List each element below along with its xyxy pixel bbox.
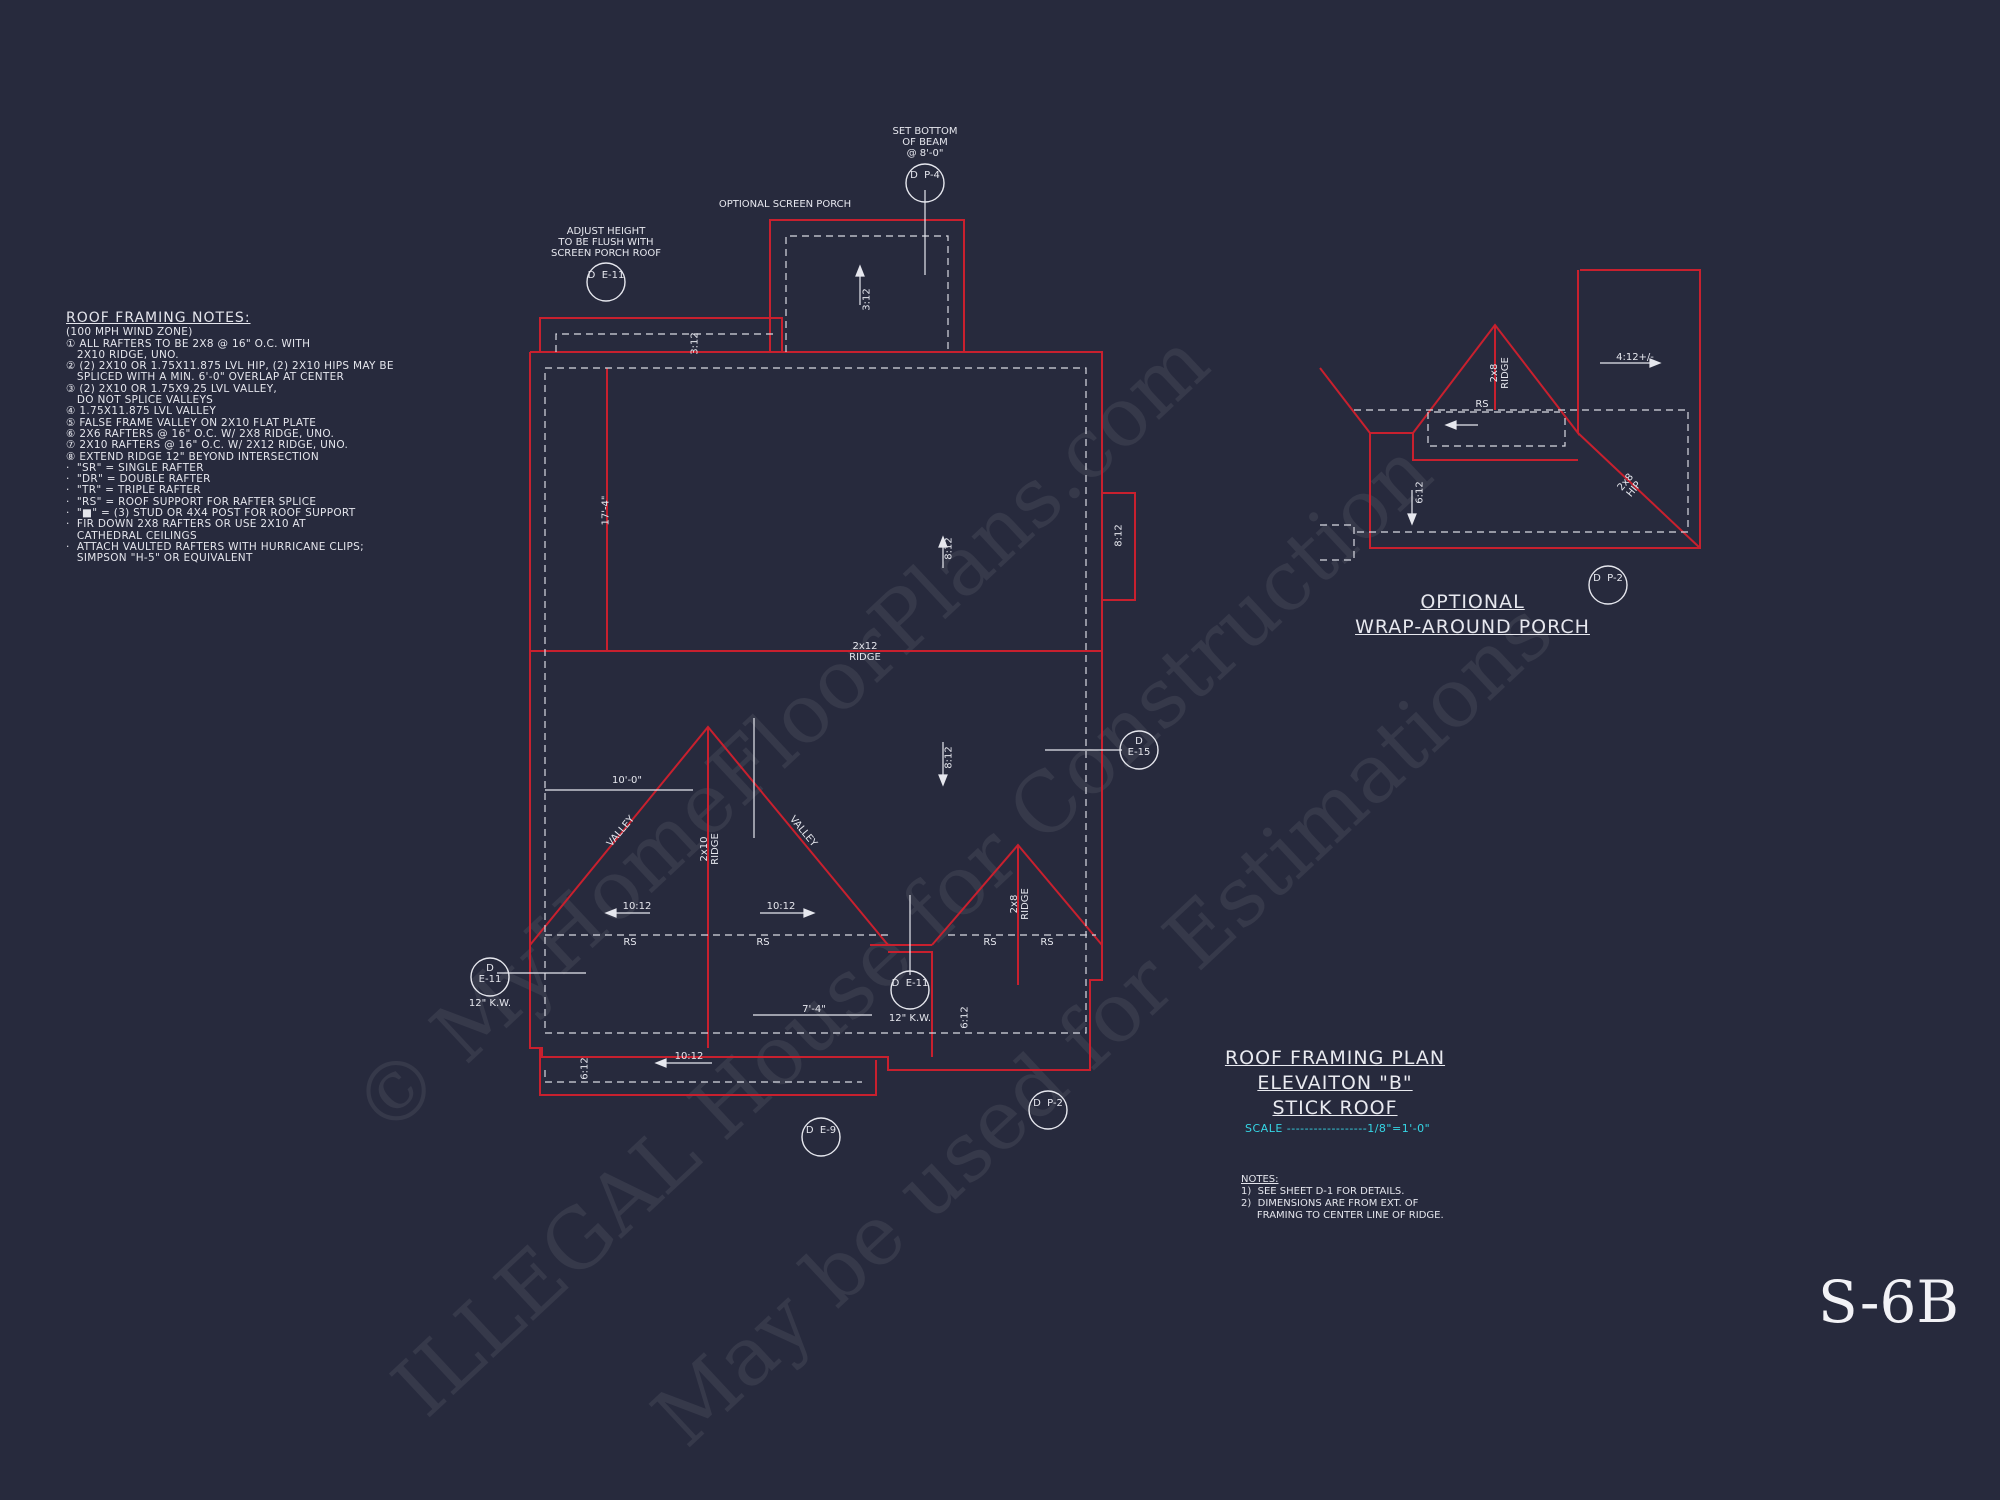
pitch-mid-gable: 10:12: [766, 901, 796, 912]
pitch-front-porch: 3:12: [689, 332, 701, 355]
note-line: · ATTACH VAULTED RAFTERS WITH HURRICANE …: [66, 540, 364, 553]
ridge-2x10-label: 2x10 RIDGE: [699, 833, 721, 865]
gable-bottom: [539, 1048, 877, 1096]
bump-right: [1102, 492, 1136, 601]
dim-7-4-label: 7'-4": [802, 1004, 826, 1015]
marker-e9-label: D E-9: [805, 1125, 837, 1136]
kw-label-center: 12" K.W.: [888, 1013, 932, 1024]
section-marker-e11-center: [890, 970, 930, 1010]
pitch-main-upper: 8:12: [943, 537, 955, 560]
bottom-notes-heading: NOTES:: [1241, 1174, 1279, 1185]
marker-p2-bottom-label: D P-2: [1033, 1098, 1063, 1109]
marker-e15-label: D E-15: [1127, 736, 1151, 758]
rs-label-2: RS: [756, 937, 770, 948]
plan-title-line3: STICK ROOF: [1272, 1097, 1398, 1119]
note-line: CATHEDRAL CEILINGS: [66, 529, 197, 542]
dim-17-4-label: 17'-4": [600, 495, 612, 526]
sheet-id: S-6B: [1818, 1268, 1959, 1336]
note-line: · "RS" = ROOF SUPPORT FOR RAFTER SPLICE: [66, 495, 317, 508]
screen-porch-outline: [769, 219, 965, 352]
wrap-porch-extent: [1412, 433, 1578, 461]
rs-label-1: RS: [623, 937, 637, 948]
rs-label-4: RS: [1040, 937, 1054, 948]
scale-label: SCALE ------------------1/8"=1'-0": [1245, 1122, 1431, 1135]
note-line: · "■" = (3) STUD OR 4x4 POST FOR ROOF SU…: [66, 507, 356, 520]
pitch-main-lower: 8:12: [943, 746, 955, 769]
front-porch-outline: [539, 317, 783, 352]
note-line: · "TR" = TRIPLE RAFTER: [66, 484, 201, 497]
pitch-bottom: 10:12: [674, 1051, 704, 1062]
note-line: ② (2) 2x10 OR 1.75x11.875 LVL HIP, (2) 2…: [66, 360, 394, 373]
bottom-notes: NOTES:1) SEE SHEET D-1 FOR DETAILS. 2) D…: [1241, 1174, 1444, 1222]
wrap-left-dashed: [1320, 524, 1355, 561]
wrap-porch-title-line1: OPTIONAL: [1420, 591, 1525, 613]
pitch-center: 6:12: [959, 1006, 971, 1029]
ridge-wrap-label: 2x8 RIDGE: [1489, 357, 1511, 389]
marker-e11-center-label: D E-11: [891, 978, 929, 989]
pitch-screen-porch: 3:12: [861, 288, 873, 311]
wrap-inner-dashed: [1427, 412, 1566, 447]
note-line: ⑥ 2x6 RAFTERS @ 16" O.C. W/ 2x8 RIDGE, U…: [66, 427, 335, 440]
note-line: · FIR DOWN 2x8 RAFTERS OR USE 2x10 AT: [66, 518, 306, 531]
section-marker-e11-left: [470, 957, 510, 997]
plan-title-line1: ROOF FRAMING PLAN: [1224, 1047, 1446, 1069]
wrap-porch-title: OPTIONAL WRAP-AROUND PORCH: [1340, 590, 1605, 640]
note-line: ⑧ EXTEND RIDGE 12" BEYOND INTERSECTION: [66, 450, 320, 463]
note-line: ③ (2) 2x10 OR 1.75x9.25 LVL VALLEY,: [66, 382, 278, 395]
set-bottom-callout: SET BOTTOM OF BEAM @ 8'-0": [892, 126, 958, 159]
section-marker-e9: [801, 1117, 841, 1157]
pitch-bottom-left: 6:12: [579, 1057, 591, 1080]
note-line: SIMPSON "H-5" OR EQUIVALENT: [66, 552, 253, 565]
marker-e11-top-label: D E-11: [587, 270, 625, 281]
note-line: · "DR" = DOUBLE RAFTER: [66, 473, 211, 486]
front-porch-dashed: [555, 333, 774, 352]
section-marker-p4: [905, 163, 945, 203]
center-box: [888, 951, 933, 1057]
section-marker-p2-wrap: [1588, 565, 1628, 605]
note-line: SPLICED WITH A MIN. 6'-0" OVERLAP AT CEN…: [66, 371, 345, 384]
plan-title-line2: ELEVAITON "B": [1257, 1072, 1413, 1094]
section-marker-e15: [1119, 730, 1159, 770]
roof-framing-notes-title: ROOF FRAMING NOTES:: [66, 310, 251, 326]
note-line: · "SR" = SINGLE RAFTER: [66, 461, 204, 474]
bottom-notes-lines: 1) SEE SHEET D-1 FOR DETAILS. 2) DIMENSI…: [1241, 1186, 1444, 1221]
kw-label-left: 12" K.W.: [468, 998, 512, 1009]
note-line: ④ 1.75x11.875 LVL VALLEY: [66, 405, 217, 418]
optional-screen-porch-callout: OPTIONAL SCREEN PORCH: [718, 199, 852, 210]
note-line: ⑤ FALSE FRAME VALLEY ON 2x10 FLAT PLATE: [66, 416, 317, 429]
rs-label-wrap: RS: [1475, 399, 1489, 410]
marker-p4-label: D P-4: [910, 170, 940, 181]
rs-label-3: RS: [983, 937, 997, 948]
pitch-wrap-left: 6:12: [1414, 481, 1426, 504]
pitch-bump: 8:12: [1113, 524, 1125, 547]
section-marker-e11-top: [586, 262, 626, 302]
dim-10-0-label: 10'-0": [611, 775, 643, 786]
wrap-porch-title-line2: WRAP-AROUND PORCH: [1355, 616, 1590, 638]
adjust-height-callout: ADJUST HEIGHT TO BE FLUSH WITH SCREEN PO…: [550, 226, 662, 259]
section-marker-p2-bottom: [1028, 1090, 1068, 1130]
main-inner-dashed: [544, 367, 1087, 1034]
wrap-valley: [1319, 367, 1371, 434]
pitch-left-gable: 10:12: [622, 901, 652, 912]
plan-title: ROOF FRAMING PLAN ELEVAITON "B" STICK RO…: [1200, 1046, 1470, 1121]
main-roof-outline: [529, 351, 1103, 1071]
roof-framing-notes: ROOF FRAMING NOTES: (100 MPH WIND ZONE) …: [66, 310, 426, 565]
note-line: (100 MPH WIND ZONE): [66, 326, 193, 339]
wrap-hip: [1577, 432, 1701, 549]
main-ridge-label: 2x12 RIDGE: [849, 641, 881, 663]
note-line: DO NOT SPLICE VALLEYS: [66, 394, 214, 407]
screen-porch-dashed: [785, 235, 949, 352]
note-line: 2x10 RIDGE, UNO.: [66, 348, 179, 361]
note-line: ⑦ 2x10 RAFTERS @ 16" O.C. W/ 2x12 RIDGE,…: [66, 439, 349, 452]
ridge-2x8-label: 2x8 RIDGE: [1009, 888, 1031, 920]
pitch-wrap: 4:12+/-: [1616, 352, 1654, 363]
gable-dashed: [544, 1070, 862, 1083]
marker-e11-left-label: D E-11: [478, 963, 502, 985]
marker-p2-wrap-label: D P-2: [1593, 573, 1623, 584]
note-line: ① ALL RAFTERS TO BE 2x8 @ 16" O.C. WITH: [66, 337, 311, 350]
